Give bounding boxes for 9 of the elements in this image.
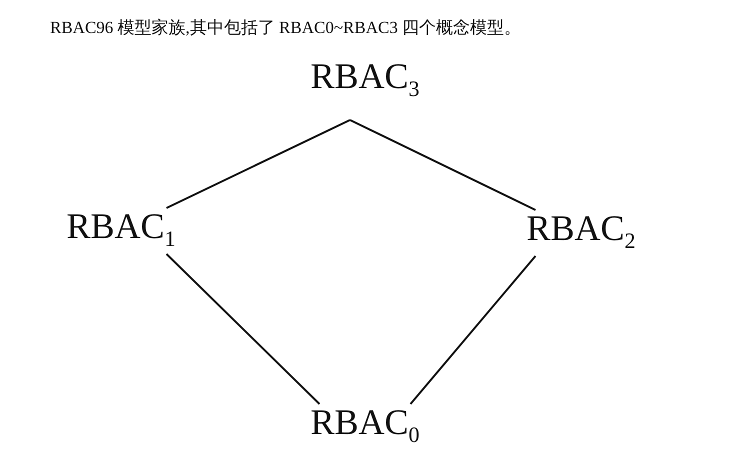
model-label: RBAC$_{1}$ xyxy=(56,208,186,254)
model-label: RBAC$_{2}$ xyxy=(516,210,646,256)
connector-line xyxy=(166,253,320,405)
connector-line xyxy=(166,119,350,209)
connector-line xyxy=(350,119,536,211)
model-label: RBAC$_{0}$ xyxy=(300,404,430,450)
connector-line xyxy=(410,255,536,405)
model-label: RBAC$_{3}$ xyxy=(300,58,430,120)
caption-text: RBAC96 模型家族,其中包括了 RBAC0~RBAC3 四个概念模型。 xyxy=(50,17,522,39)
